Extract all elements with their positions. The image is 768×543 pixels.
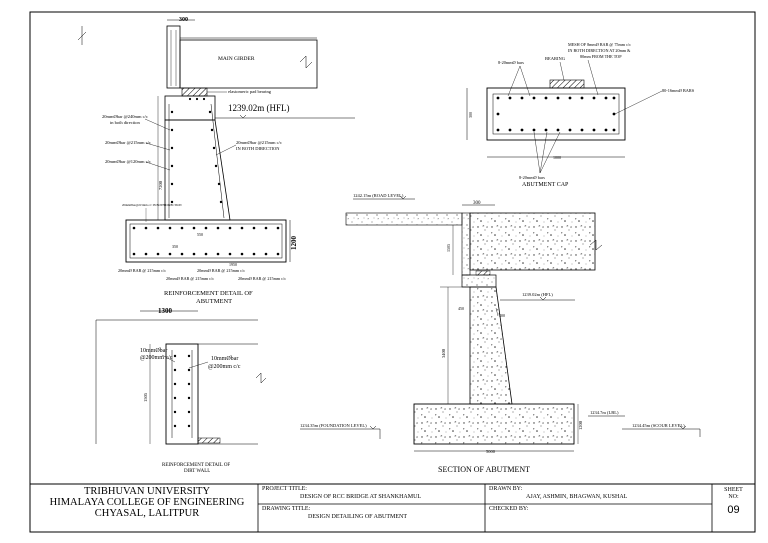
note-in-both-direction: IN BOTH DIRECTION [236, 146, 280, 151]
abutment-detail-title-1: REINFORCEMENT DETAIL OF [164, 290, 253, 297]
hfl-label: 1239.02m (HFL) [228, 103, 290, 113]
section-dim-300: 300 [473, 201, 481, 206]
mesh-note-3: 80mm FROM THE TOP [580, 54, 622, 59]
dim-350: 350 [172, 244, 178, 249]
university-name: TRIBHUVAN UNIVERSITY HIMALAYA COLLEGE OF… [36, 486, 258, 519]
lbl-label: 1234.7m (LBL) [590, 410, 619, 415]
dirt-wall-section [165, 343, 199, 445]
section-dim-400: 400 [499, 313, 505, 318]
pad-bearing-label: elastomeric pad bearing [228, 89, 272, 94]
footing-note-4: 20mmØ BAR @ 215mm c/c [238, 276, 286, 281]
project-title-value: DESIGN OF RCC BRIDGE AT SHANKHAMUL [300, 494, 422, 500]
pad-bearing [181, 87, 208, 97]
main-girder [179, 39, 318, 89]
bar-left-1: 10mmØbar [140, 348, 167, 354]
sheet-border [29, 11, 756, 533]
university-line-3: CHYASAL, LALITPUR [94, 508, 200, 519]
dirt-wall-detail: 1300 1505 10mmØbar @200mm c/c 10mmØbar @… [95, 307, 267, 474]
section-dim-5000: 5000 [486, 449, 496, 454]
footing-note-1: 20mmØ BAR @ 215mm c/c [118, 268, 166, 273]
dim-550: 550 [197, 232, 203, 237]
bearing-label: BEARING [545, 56, 566, 61]
note-small: 20mmØbar@215mm c/c IN BOTH DIRECTION [122, 203, 182, 207]
dim-top-300: 300 [179, 17, 188, 23]
cap-bearing [549, 79, 585, 89]
bars-top-label: 8-20mmØ bars [498, 60, 524, 65]
section-stem [469, 286, 513, 405]
main-girder-label: MAIN GIRDER [218, 56, 255, 62]
dim-1200: 1200 [290, 236, 298, 251]
note-20mm-240: 20mmØbar @240mm c/c [102, 114, 148, 119]
note-20mm-215-right: 20mmØbar @215mm c/c [236, 140, 282, 145]
note-both-direction: in both direction [110, 120, 140, 125]
project-title-label: PROJECT TITLE: [262, 486, 307, 492]
section-dim-1200: 1200 [578, 420, 583, 430]
dirt-wall-dim-side: 1505 [143, 392, 148, 402]
dirt-wall-top [166, 25, 181, 89]
section-title: SECTION OF ABUTMENT [438, 465, 530, 474]
section-dim-450: 450 [458, 306, 464, 311]
bar-left-2: @200mm c/c [140, 355, 173, 361]
bars-bottom-label: 8-20mmØ bars [519, 175, 545, 180]
foundation-level: 1234.35m (FOUNDATION LEVEL) [300, 423, 367, 428]
bars-side-label: 80-16mmØ BARS [662, 88, 695, 93]
dim-1950: 1950 [229, 262, 237, 267]
cap-width-dim: 1000 [553, 155, 561, 160]
dirt-wall-dim-top: 1300 [158, 307, 173, 315]
dirt-wall-title-1: REINFORCEMENT DETAIL OF [162, 463, 230, 468]
footing-note-3: 20mmØ BAR @ 215mm c/c [166, 276, 214, 281]
title-block [30, 483, 755, 532]
sheet-number: 09 [727, 504, 740, 516]
section-cap [461, 274, 497, 288]
section-dim-3400: 3400 [441, 348, 446, 358]
note-20mm-215: 20mmØbar @215mm c/c [105, 140, 151, 145]
cap-outer [486, 87, 626, 141]
sheet-label-2: NO: [728, 494, 739, 500]
dim-7200: 7200 [158, 180, 163, 190]
scour-level-label: 1234.45m (SCOUR LEVEL) [632, 423, 685, 428]
drawn-by-label: DRAWN BY: [489, 486, 523, 492]
drawing-title-label: DRAWING TITLE: [262, 506, 311, 512]
university-line-2: HIMALAYA COLLEGE OF ENGINEERING [49, 497, 245, 508]
bar-right-2: @200mm c/c [208, 364, 241, 370]
approach-slab [345, 212, 463, 226]
section-of-abutment: 1242.15m (ROAD LEVEL) 300 1505 1239.02m … [300, 193, 701, 474]
section-dim-1505: 1505 [446, 244, 451, 252]
section-dirt-wall [461, 212, 471, 276]
university-line-1: TRIBHUVAN UNIVERSITY [83, 486, 211, 497]
dirt-wall-title-2: DIRT WALL [184, 469, 210, 474]
mesh-note-2: IN BOTH DIRECTION AT 20mm & [568, 48, 631, 53]
abutment-detail-title-2: ABUTMENT [196, 298, 232, 305]
note-20mm-120: 20mmØbar @120mm c/c [105, 159, 151, 164]
cap-height-dim: 300 [468, 112, 473, 118]
abutment-cap-detail: MESH OF 8mmØ BAR @ 75mm c/c IN BOTH DIRE… [466, 42, 695, 188]
drawing-title-value: DESIGN DETAILING OF ABUTMENT [308, 514, 408, 520]
deck-slab [469, 212, 596, 271]
road-level-label: 1242.15m (ROAD LEVEL) [353, 193, 404, 198]
abutment-cap-title: ABUTMENT CAP [522, 182, 569, 188]
footing-elevation [125, 219, 287, 263]
drawn-by-value: AJAY, ASHMIN, BHAGWAN, KUSHAL [526, 494, 628, 500]
sheet-label-1: SHEET [724, 487, 743, 493]
abutment-reinforcement-detail: MAIN GIRDER 300 elastomeric pad bearing … [77, 17, 355, 305]
mesh-note-1: MESH OF 8mmØ BAR @ 75mm c/c [568, 42, 631, 47]
section-hfl: 1239.02m (HFL) [522, 292, 553, 297]
bar-right-1: 10mmØbar [211, 356, 238, 362]
footing-note-2: 20mmØ BAR @ 215mm c/c [197, 268, 245, 273]
section-footing [413, 403, 575, 445]
checked-by-label: CHECKED BY: [489, 506, 529, 512]
